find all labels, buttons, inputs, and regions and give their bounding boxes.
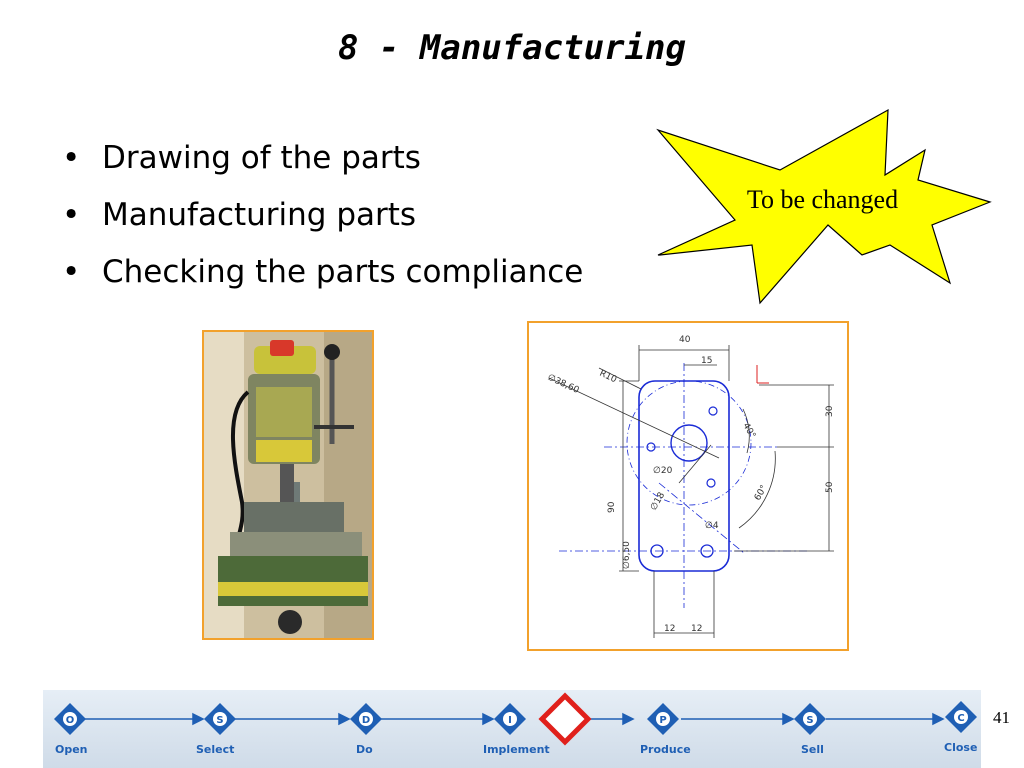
dim-40: 40 — [679, 335, 691, 345]
step-label-sell[interactable]: Sell — [801, 743, 824, 756]
dim-50: 50 — [825, 481, 835, 493]
bullet-text: Drawing of the parts — [102, 140, 421, 176]
drill-press-photo — [202, 330, 374, 640]
svg-text:O: O — [66, 715, 75, 726]
drill-press-image — [204, 332, 372, 638]
bullet-item: •Checking the parts compliance — [62, 254, 584, 290]
step-label-do[interactable]: Do — [356, 743, 373, 756]
osdips-process-bar: O S D I P S C Open Select Do Implement P… — [43, 690, 981, 768]
step-label-select[interactable]: Select — [196, 743, 235, 756]
step-label-implement[interactable]: Implement — [483, 743, 550, 756]
technical-drawing: 40 15 30 50 90 R10 ∅38,60 40° 60° ∅20 ∅1… — [527, 321, 849, 651]
callout-starburst — [656, 108, 992, 305]
step-label-produce[interactable]: Produce — [640, 743, 691, 756]
bullet-item: •Drawing of the parts — [62, 140, 421, 176]
svg-text:S: S — [806, 715, 813, 726]
step-sell-icon[interactable]: S — [794, 703, 826, 735]
dim-15: 15 — [701, 356, 712, 366]
svg-text:S: S — [216, 715, 223, 726]
step-label-close[interactable]: Close — [944, 741, 978, 754]
step-implement-icon[interactable]: I — [494, 703, 526, 735]
step-close-icon[interactable]: C — [945, 701, 977, 733]
bullet-list: •Drawing of the parts •Manufacturing par… — [62, 130, 583, 301]
svg-text:P: P — [659, 715, 666, 726]
dim-dia-6-50: ∅6,50 — [622, 541, 632, 569]
step-label-open[interactable]: Open — [55, 743, 88, 756]
step-select-icon[interactable]: S — [204, 703, 236, 735]
step-do-icon[interactable]: D — [350, 703, 382, 735]
bullet-text: Checking the parts compliance — [102, 254, 584, 290]
slide-title: 8 - Manufacturing — [338, 28, 686, 68]
dim-12-right: 12 — [691, 624, 702, 634]
page-number: 41 — [993, 708, 1010, 727]
dim-12-left: 12 — [664, 624, 675, 634]
bullet-text: Manufacturing parts — [102, 197, 417, 233]
dim-angle-60: 60° — [753, 484, 770, 503]
svg-text:C: C — [957, 713, 964, 724]
dim-90: 90 — [607, 501, 617, 513]
dim-dia-20: ∅20 — [653, 466, 673, 476]
dim-dia-18: ∅18 — [649, 491, 667, 513]
bullet-item: •Manufacturing parts — [62, 197, 417, 233]
part-drawing-svg: 40 15 30 50 90 R10 ∅38,60 40° 60° ∅20 ∅1… — [546, 335, 835, 638]
svg-text:D: D — [362, 715, 370, 726]
process-flow: O S D I P S C — [54, 692, 977, 746]
callout-text: To be changed — [746, 185, 899, 214]
dim-dia-38-60: ∅38,60 — [546, 373, 581, 396]
dim-30: 30 — [825, 405, 835, 417]
step-produce-icon[interactable]: P — [647, 703, 679, 735]
dim-r10: R10 — [598, 369, 619, 386]
dim-dia-4: ∅4 — [705, 521, 719, 531]
svg-text:I: I — [508, 715, 512, 726]
step-open-icon[interactable]: O — [54, 703, 86, 735]
current-step-marker-icon — [538, 692, 592, 746]
dim-angle-40: 40° — [740, 422, 757, 441]
